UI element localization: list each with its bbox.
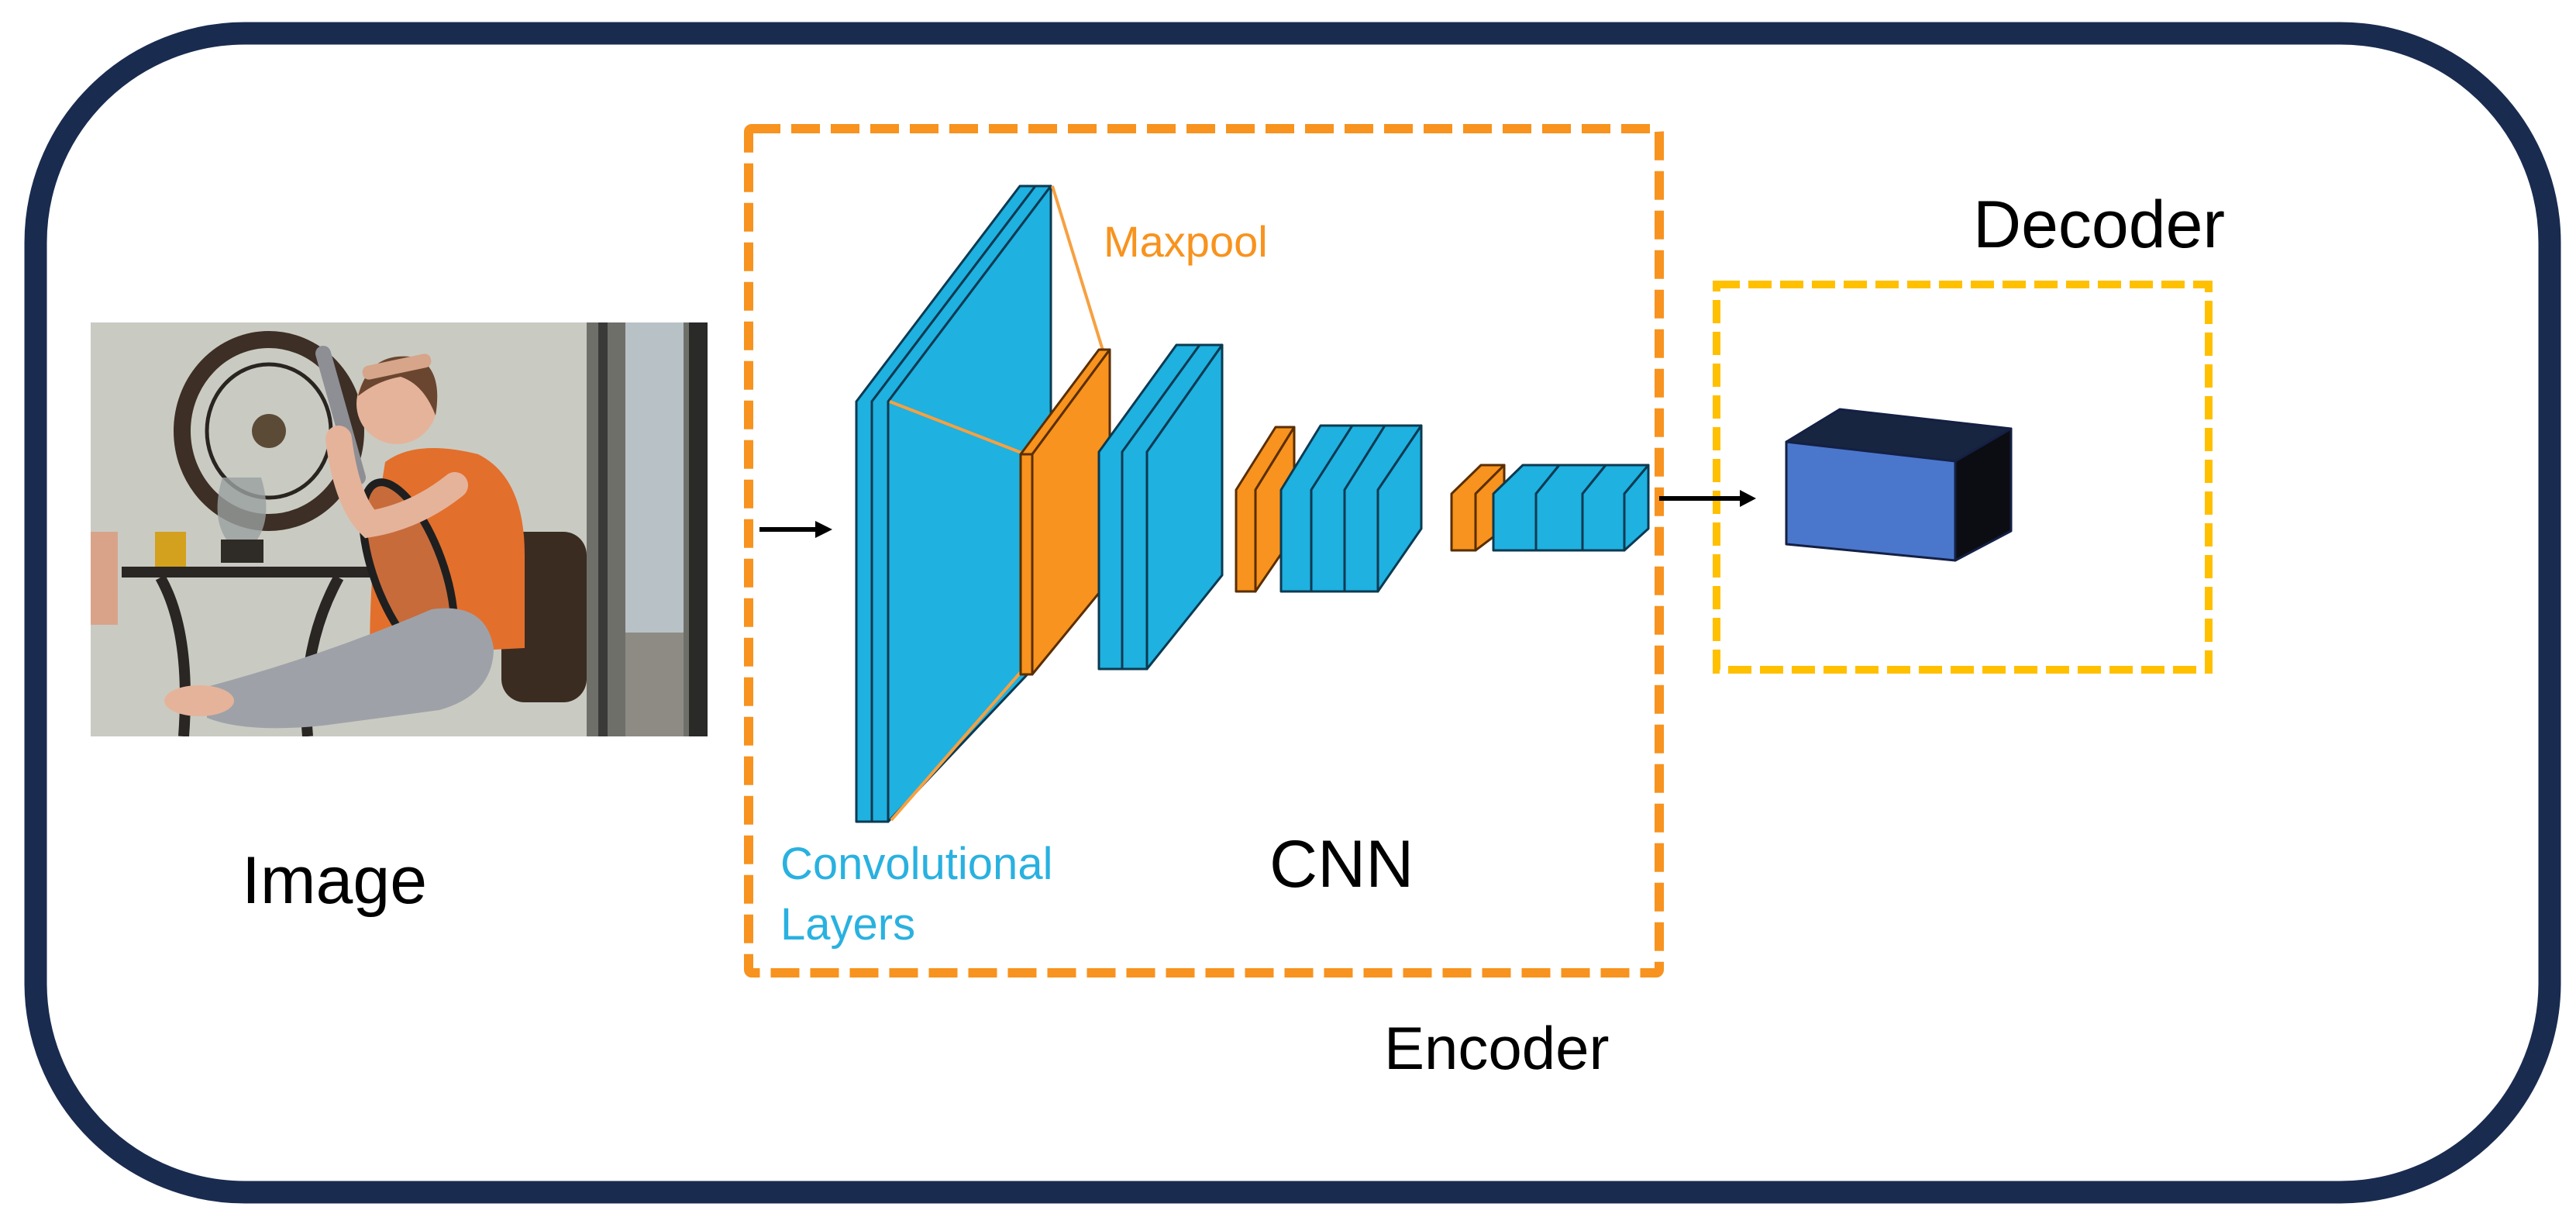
window-blinds <box>625 633 684 736</box>
convolutional-layers-label: Convolutional Layers <box>780 834 1052 955</box>
conv-layer <box>1376 424 1423 593</box>
person-arm <box>325 426 468 539</box>
other-person-arm <box>91 532 118 625</box>
mug <box>155 532 186 567</box>
arrow-image-to-encoder <box>759 521 832 538</box>
person-leg <box>207 608 494 729</box>
image-label: Image <box>242 843 428 918</box>
window-bar <box>598 322 608 736</box>
window-glass <box>625 322 684 633</box>
maxpool-label: Maxpool <box>1104 217 1268 266</box>
window-edge <box>689 322 708 736</box>
maxpool-projection-lines <box>889 185 1105 822</box>
conv-layer <box>1623 464 1650 552</box>
conv-label-line-1: Convolutional <box>780 839 1053 889</box>
decoder-label: Decoder <box>1973 188 2226 262</box>
decoder-dashed-box <box>1713 281 2213 674</box>
cube-front-face <box>1785 440 1957 562</box>
encoder-label: Encoder <box>1384 1014 1610 1082</box>
maxpool-block-1 <box>1019 348 1111 676</box>
hurricane-lamp <box>217 478 267 540</box>
wall-mirror <box>174 331 364 531</box>
headband <box>362 353 432 380</box>
lamp-base <box>221 540 263 563</box>
decoder-cube <box>1785 408 2013 562</box>
person-foot <box>164 685 234 716</box>
input-image-photo <box>91 322 708 736</box>
cnn-label: CNN <box>1269 827 1414 902</box>
encoder-dashed-box <box>744 124 1664 977</box>
conv-block-3 <box>1279 424 1423 593</box>
side-table <box>122 567 370 578</box>
conv-label-line-2: Layers <box>780 899 916 950</box>
conv-layer <box>1145 343 1224 671</box>
conv-block-1 <box>855 184 1052 823</box>
conv-block-4 <box>1492 464 1650 552</box>
wall-mirror-center <box>252 414 286 448</box>
arrow-encoder-to-decoder <box>1659 490 1756 507</box>
conv-block-2 <box>1097 343 1224 671</box>
